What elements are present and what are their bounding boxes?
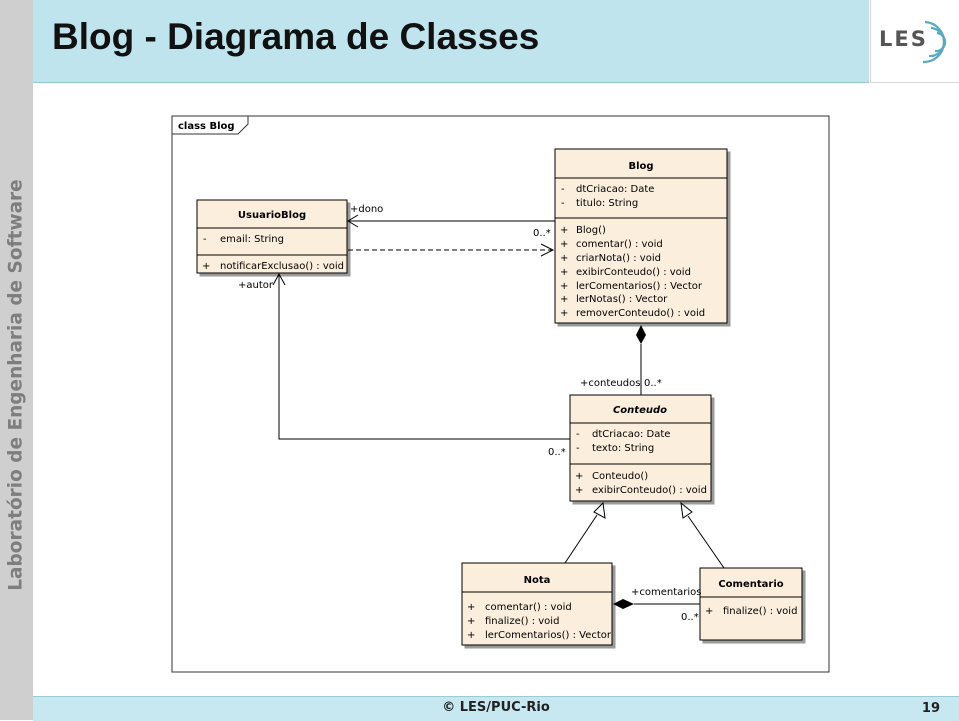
dependency-usuario-blog	[348, 243, 555, 257]
attr-text: dtCriacao: Date	[576, 184, 654, 195]
class-blog: Blog - dtCriacao: Date - titulo: String …	[554, 148, 728, 324]
generalization-nota	[564, 501, 606, 564]
op-text: notificarExclusao() : void	[220, 261, 344, 272]
role-dono-label: +dono	[350, 204, 383, 215]
op-visibility: +	[560, 308, 568, 319]
op-text: finalize() : void	[485, 616, 559, 627]
op-text: comentar() : void	[576, 239, 663, 250]
multiplicity-label: 0..*	[644, 378, 662, 389]
composition-diamond	[636, 325, 646, 344]
class-blog-name: Blog	[628, 161, 653, 172]
class-conteudo: Conteudo - dtCriacao: Date - texto: Stri…	[569, 394, 712, 502]
class-conteudo-box	[569, 394, 712, 502]
op-visibility: +	[560, 253, 568, 264]
class-comentario-name: Comentario	[718, 579, 783, 590]
attr-text: texto: String	[592, 443, 654, 454]
class-usuarioblog: UsuarioBlog - email: String + notificarE…	[196, 199, 348, 274]
multiplicity-label: 0..*	[548, 447, 566, 458]
op-text: lerComentarios() : Vector	[576, 281, 703, 292]
attr-visibility: -	[561, 198, 565, 209]
op-text: lerNotas() : Vector	[576, 294, 668, 305]
footer: © LES/PUC-Rio 19	[33, 696, 959, 721]
page-title: Blog - Diagrama de Classes	[52, 16, 540, 57]
sidebar: Laboratório de Engenharia de Software	[0, 0, 33, 720]
frame-label-tab	[172, 116, 249, 135]
op-text: removerConteudo() : void	[576, 308, 705, 319]
op-text: exibirConteudo() : void	[592, 485, 707, 496]
composition-diamond	[613, 599, 634, 609]
op-text: finalize() : void	[723, 606, 797, 617]
multiplicity-label: 0..*	[533, 228, 551, 239]
class-comentario-box	[699, 567, 803, 641]
page-number: 19	[921, 701, 940, 716]
logo-text: LES	[879, 27, 928, 51]
class-usuarioblog-box	[196, 199, 348, 274]
attr-text: email: String	[220, 234, 284, 245]
multiplicity-label: 0..*	[681, 612, 699, 623]
les-logo: LES	[870, 0, 959, 83]
role-autor-label: +autor	[238, 280, 274, 291]
op-visibility: +	[705, 606, 713, 617]
class-nota-name: Nota	[524, 575, 551, 586]
op-visibility: +	[560, 281, 568, 292]
attr-visibility: -	[203, 234, 207, 245]
class-conteudo-name: Conteudo	[613, 405, 667, 416]
attr-visibility: -	[576, 443, 580, 454]
op-visibility: +	[575, 485, 583, 496]
footer-copyright: © LES/PUC-Rio	[442, 700, 550, 715]
op-visibility: +	[467, 616, 475, 627]
class-comentario: Comentario + finalize() : void	[699, 567, 803, 641]
op-visibility: +	[560, 225, 568, 236]
composition-nota-comentario	[613, 599, 700, 609]
op-visibility: +	[467, 602, 475, 613]
op-visibility: +	[575, 471, 583, 482]
header: Blog - Diagrama de Classes	[33, 0, 869, 83]
composition-blog-conteudo	[636, 325, 646, 395]
association-autor	[272, 272, 570, 440]
op-text: exibirConteudo() : void	[576, 267, 691, 278]
frame-label: class Blog	[178, 121, 235, 132]
attr-text: dtCriacao: Date	[592, 429, 670, 440]
class-nota: Nota + comentar() : void + finalize() : …	[461, 562, 613, 646]
op-text: criarNota() : void	[576, 253, 661, 264]
class-usuarioblog-name: UsuarioBlog	[238, 210, 306, 221]
attr-text: titulo: String	[576, 198, 638, 209]
op-visibility: +	[467, 630, 475, 641]
op-visibility: +	[560, 294, 568, 305]
attr-visibility: -	[561, 184, 565, 195]
op-visibility: +	[560, 239, 568, 250]
class-nota-box	[461, 562, 613, 646]
op-text: Conteudo()	[592, 471, 648, 482]
logo-swirl-icon	[922, 20, 947, 64]
op-text: comentar() : void	[485, 602, 572, 613]
role-comentarios-label: +comentarios	[631, 587, 702, 598]
op-text: Blog()	[576, 225, 606, 236]
op-text: lerComentarios() : Vector	[485, 630, 612, 641]
generalization-comentario	[680, 501, 725, 569]
op-visibility: +	[560, 267, 568, 278]
role-conteudos-label: +conteudos	[580, 378, 640, 389]
association-dono	[347, 214, 555, 228]
op-visibility: +	[202, 261, 210, 272]
attr-visibility: -	[576, 429, 580, 440]
